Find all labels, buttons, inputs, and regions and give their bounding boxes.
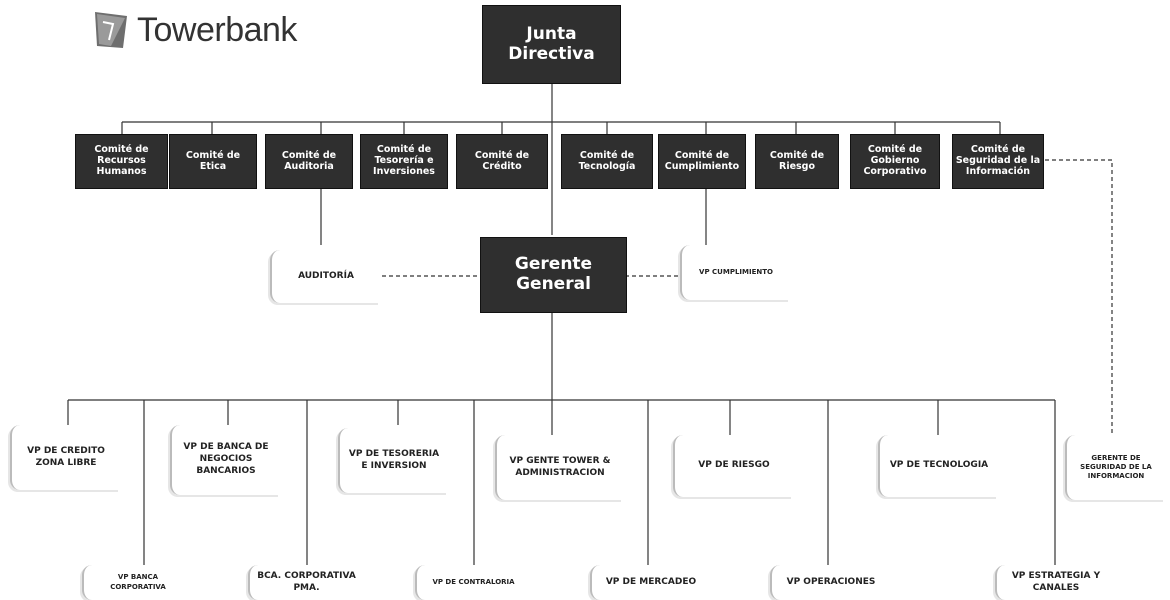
committee-tesoreria: Comité de Tesorería e Inversiones xyxy=(360,134,448,189)
committee-gobierno-corporativo: Comité de Gobierno Corporativo xyxy=(850,134,940,189)
tower-logo-icon xyxy=(95,12,127,48)
committee-riesgo: Comité de Riesgo xyxy=(755,134,839,189)
gerente-general-box: Gerente General xyxy=(480,237,627,313)
committee-etica: Comité de Etica xyxy=(169,134,257,189)
towerbank-logo: Towerbank xyxy=(93,10,297,50)
vp-mercadeo: VP DE MERCADEO xyxy=(590,565,710,600)
vp-tesoreria-inversion: VP DE TESORERIA E INVERSION xyxy=(338,428,448,493)
vp-estrategia-canales: VP ESTRATEGIA Y CANALES xyxy=(995,565,1115,600)
committee-cumplimiento: Comité de Cumplimiento xyxy=(658,134,746,189)
committee-recursos-humanos: Comité de Recursos Humanos xyxy=(75,134,168,189)
gerente-seguridad-informacion: GERENTE DE SEGURIDAD DE LA INFORMACION xyxy=(1065,435,1165,500)
committee-credito: Comité de Crédito xyxy=(456,134,548,189)
brand-name: Towerbank xyxy=(137,10,297,49)
vp-operaciones: VP OPERACIONES xyxy=(770,565,890,600)
bca-corporativa-pma: BCA. CORPORATIVA PMA. xyxy=(248,565,363,600)
vp-banca-negocios: VP DE BANCA DE NEGOCIOS BANCARIOS xyxy=(170,425,280,495)
auditoria-box: AUDITORÍA xyxy=(270,250,380,303)
vp-tecnologia: VP DE TECNOLOGIA xyxy=(878,435,998,497)
vp-contraloria: VP DE CONTRALORIA xyxy=(415,565,530,600)
vp-banca-corporativa: VP BANCA CORPORATIVA xyxy=(82,565,192,600)
vp-gente-tower: VP GENTE TOWER & ADMINISTRACION xyxy=(495,435,623,500)
committee-seguridad-informacion: Comité de Seguridad de la Información xyxy=(952,134,1044,189)
vp-cumplimiento-box: VP CUMPLIMIENTO xyxy=(680,245,790,300)
committee-auditoria: Comité de Auditoria xyxy=(265,134,353,189)
junta-directiva-box: Junta Directiva xyxy=(482,5,621,84)
vp-riesgo: VP DE RIESGO xyxy=(673,435,793,497)
committee-tecnologia: Comité de Tecnología xyxy=(561,134,653,189)
vp-credito-zona-libre: VP DE CREDITO ZONA LIBRE xyxy=(10,425,120,490)
